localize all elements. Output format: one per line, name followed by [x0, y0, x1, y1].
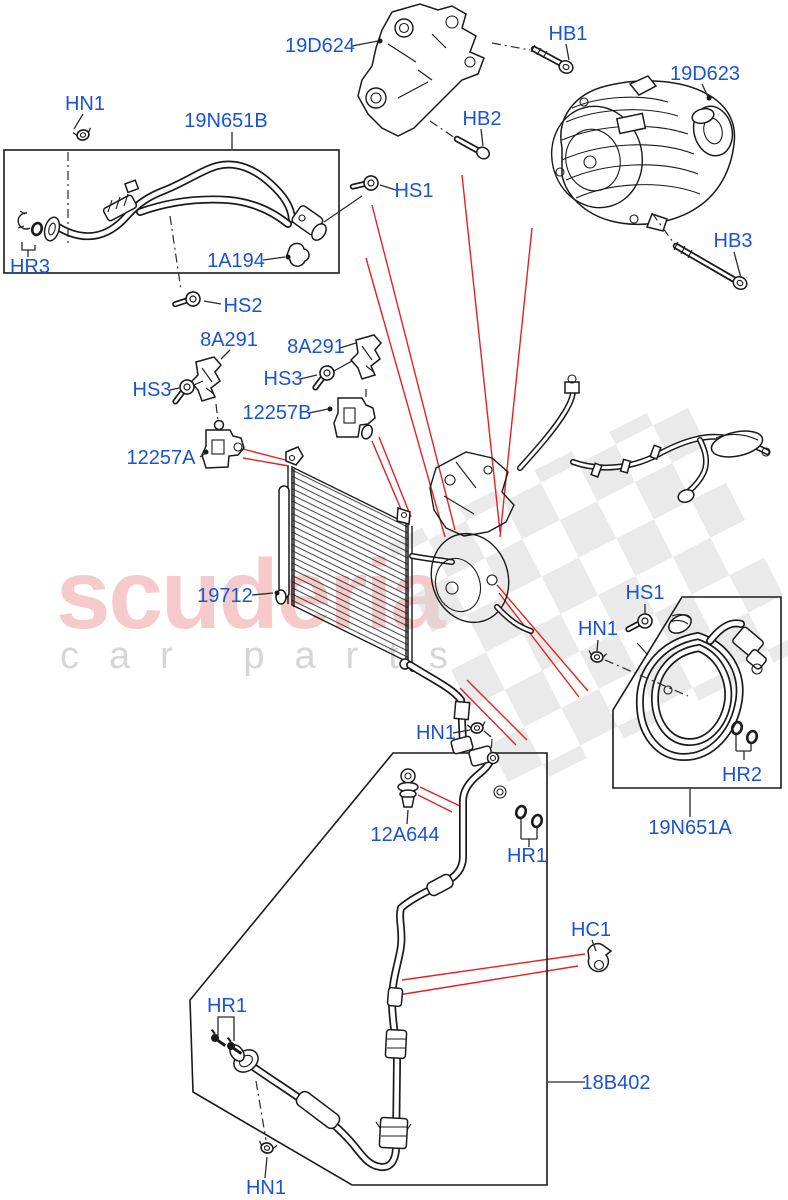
hose-end-fitting-right: [291, 205, 327, 241]
part-label-12A644-23[interactable]: 12A644: [371, 824, 440, 846]
hr3-seal-kit: [17, 210, 45, 238]
valve-12a644: [397, 768, 419, 808]
bracket-8a291-left: [189, 356, 222, 402]
part-box-19n651a: [612, 596, 782, 789]
part-label-HC1-25[interactable]: HC1: [571, 919, 611, 941]
part-box-18b402: [189, 752, 548, 1186]
leader-lines: [21, 40, 752, 1179]
part-label-HS3-13[interactable]: HS3: [133, 379, 172, 401]
insulator-12257a: [201, 419, 245, 469]
part-label-HN1-28[interactable]: HN1: [246, 1177, 286, 1199]
mount-brackets: [171, 334, 382, 469]
hose-18b402-assembly: [189, 720, 613, 1186]
clip-hc1: [587, 942, 613, 973]
oring-hr1-right-1: [513, 803, 529, 821]
part-label-19D623-9[interactable]: 19D623: [670, 63, 740, 85]
condenser-core: [291, 465, 409, 664]
hose-sleeve-2: [295, 1090, 341, 1130]
in-situ-assembly: [429, 374, 771, 633]
part-label-18B402-26[interactable]: 18B402: [582, 1072, 651, 1094]
part-label-HN1-19[interactable]: HN1: [578, 618, 618, 640]
condenser-19712: [274, 446, 471, 744]
hose-19n651a-assembly: [586, 596, 782, 789]
condenser-bracket-tr: [396, 506, 411, 525]
hose-ferrule-2: [426, 873, 454, 897]
part-label-HS3-14[interactable]: HS3: [264, 368, 303, 390]
hose-coupling-nut: [375, 1116, 412, 1150]
part-label-HB3-10[interactable]: HB3: [714, 230, 753, 252]
hose-fitting-block: [732, 626, 767, 675]
insulator-12257b: [327, 397, 376, 440]
part-label-HB2-8[interactable]: HB2: [463, 108, 502, 130]
bolt-hs1-top: [353, 170, 381, 196]
seal-hr1-left-1: [207, 1025, 227, 1051]
receiver-drier: [278, 485, 290, 599]
part-label-HS2-4[interactable]: HS2: [224, 295, 263, 317]
bolt-hs2: [175, 287, 202, 311]
part-label-HR1-24[interactable]: HR1: [507, 845, 547, 867]
nut-hn1-top: [72, 127, 94, 143]
oring-hr2-2: [744, 728, 760, 746]
part-label-HN1-0[interactable]: HN1: [65, 93, 105, 115]
nut-hn1-bottom: [256, 1140, 278, 1156]
part-label-8A291-11[interactable]: 8A291: [200, 329, 258, 351]
part-label-12257B-15[interactable]: 12257B: [243, 402, 312, 424]
part-label-12257A-16[interactable]: 12257A: [127, 447, 197, 469]
part-label-1A194-3[interactable]: 1A194: [207, 250, 265, 272]
bracket-8a291-right: [349, 334, 382, 380]
checkered-flag-watermark: [387, 395, 788, 795]
bolt-hs3-left: [171, 378, 197, 401]
liquid-line-ferrule: [453, 700, 471, 721]
part-label-19D624-6[interactable]: 19D624: [285, 35, 355, 57]
condenser-bracket-tl: [285, 446, 304, 466]
line-muffler: [710, 430, 764, 458]
bracket-19d624: [357, 3, 485, 137]
hose-coupling-upper: [384, 1028, 408, 1060]
oring-hr1-right-2: [529, 812, 545, 830]
hose-19n651b-assembly: [3, 127, 381, 312]
part-label-HR3-2[interactable]: HR3: [10, 256, 50, 278]
bolt-hb3: [672, 241, 748, 291]
pipe-connector: [564, 381, 580, 394]
hose-top-fitting: [450, 735, 507, 799]
part-label-HB1-7[interactable]: HB1: [549, 23, 588, 45]
part-label-19N651B-1[interactable]: 19N651B: [184, 110, 267, 132]
red-reference-lines: [242, 174, 589, 996]
part-label-8A291-12[interactable]: 8A291: [287, 336, 345, 358]
part-label-19N651A-21[interactable]: 19N651A: [648, 817, 732, 839]
part-label-HN1-22[interactable]: HN1: [416, 722, 456, 744]
hose-port-fitting: [663, 613, 692, 695]
hose-ferrule-1: [386, 986, 404, 1008]
clip-1a194: [285, 242, 310, 267]
compressor-19d623: [550, 75, 736, 232]
part-label-HS1-5[interactable]: HS1: [395, 180, 434, 202]
part-label-19712-17[interactable]: 19712: [197, 585, 253, 607]
hose-clip: [123, 179, 140, 194]
part-label-HS1-18[interactable]: HS1: [626, 582, 665, 604]
bolt-hb1: [530, 44, 574, 74]
hose-sleeve: [102, 193, 138, 222]
part-label-HR1-27[interactable]: HR1: [207, 995, 247, 1017]
bolt-hb2: [453, 135, 491, 160]
part-label-HR2-20[interactable]: HR2: [722, 764, 762, 786]
hose-end-flange-left: [43, 216, 61, 242]
